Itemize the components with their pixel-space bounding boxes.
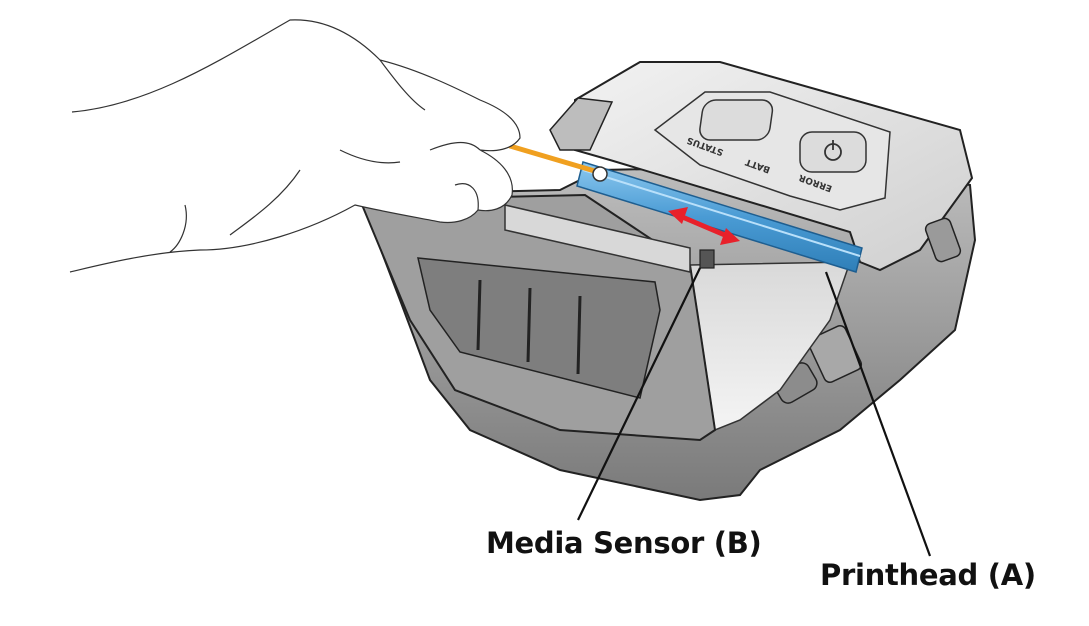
lid-latch[interactable] <box>549 97 614 151</box>
usb-port <box>924 217 962 263</box>
printhead-leader-line <box>824 271 932 557</box>
power-button[interactable] <box>799 131 867 173</box>
media-sensor-leader-line <box>577 267 701 521</box>
media-sensor-callout: Media Sensor (B) <box>486 526 762 560</box>
platen-roller <box>504 204 691 273</box>
media-sensor <box>699 249 715 269</box>
cleaning-pen <box>507 143 608 182</box>
double-headed-arrow-icon <box>668 207 740 245</box>
feed-button[interactable] <box>698 99 774 141</box>
printer: STATUS BATT ERROR <box>358 61 977 502</box>
hand-icon <box>69 19 521 273</box>
printhead-callout: Printhead (A) <box>820 558 1036 592</box>
